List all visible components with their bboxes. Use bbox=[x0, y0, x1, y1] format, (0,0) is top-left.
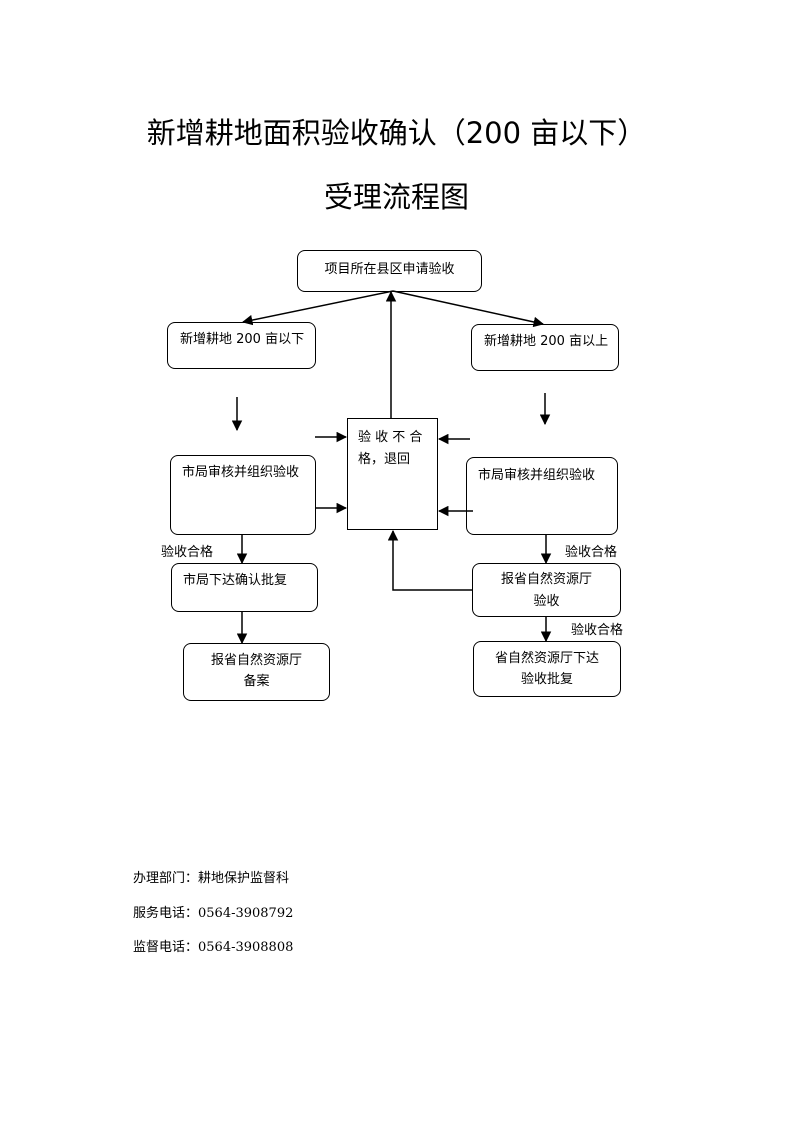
node-province-approve-line2: 验收批复 bbox=[520, 672, 573, 687]
footer-department: 办理部门：耕地保护监督科 bbox=[133, 871, 290, 886]
edge-label-province-pass: 验收合格 bbox=[571, 623, 624, 638]
node-above-200: 新增耕地 200 亩以上 bbox=[471, 324, 619, 371]
node-report-record-line1: 报省自然资源厅 bbox=[210, 653, 302, 668]
document-subtitle: 受理流程图 bbox=[323, 180, 469, 214]
node-reject: 验 收 不 合 格，退回 bbox=[347, 418, 438, 530]
node-province-approve-line1: 省自然资源厅下达 bbox=[494, 651, 599, 666]
node-city-review-right-label: 市局审核并组织验收 bbox=[478, 468, 596, 483]
node-reject-line2: 格，退回 bbox=[358, 452, 411, 467]
footer-service-phone: 服务电话：0564-3908792 bbox=[133, 906, 294, 921]
node-report-accept-line2: 验收 bbox=[533, 594, 560, 609]
node-report-accept-line1: 报省自然资源厅 bbox=[500, 572, 592, 587]
edge-label-left-pass: 验收合格 bbox=[161, 545, 214, 560]
node-below-200: 新增耕地 200 亩以下 bbox=[167, 322, 316, 369]
node-below-200-label: 新增耕地 200 亩以下 bbox=[180, 332, 305, 347]
node-city-review-right: 市局审核并组织验收 bbox=[466, 457, 618, 535]
node-reject-line1: 验 收 不 合 bbox=[358, 430, 423, 445]
node-report-accept: 报省自然资源厅 验收 bbox=[472, 563, 621, 617]
footer-supervision-phone: 监督电话：0564-3908808 bbox=[133, 940, 294, 955]
document-title: 新增耕地面积验收确认（200 亩以下） bbox=[146, 116, 647, 150]
node-city-approve-label: 市局下达确认批复 bbox=[183, 573, 288, 588]
node-city-review-left-label: 市局审核并组织验收 bbox=[182, 465, 300, 480]
node-report-record-line2: 备案 bbox=[243, 674, 270, 689]
arrow-apply-to-below bbox=[241, 290, 394, 326]
node-apply-label: 项目所在县区申请验收 bbox=[324, 262, 455, 277]
node-above-200-label: 新增耕地 200 亩以上 bbox=[484, 334, 609, 349]
node-city-review-left: 市局审核并组织验收 bbox=[170, 455, 316, 535]
arrow-apply-to-above bbox=[392, 290, 545, 328]
node-report-record: 报省自然资源厅 备案 bbox=[183, 643, 330, 701]
edge-label-right-pass: 验收合格 bbox=[565, 545, 618, 560]
arrow-report-back-to-reject bbox=[387, 529, 472, 591]
